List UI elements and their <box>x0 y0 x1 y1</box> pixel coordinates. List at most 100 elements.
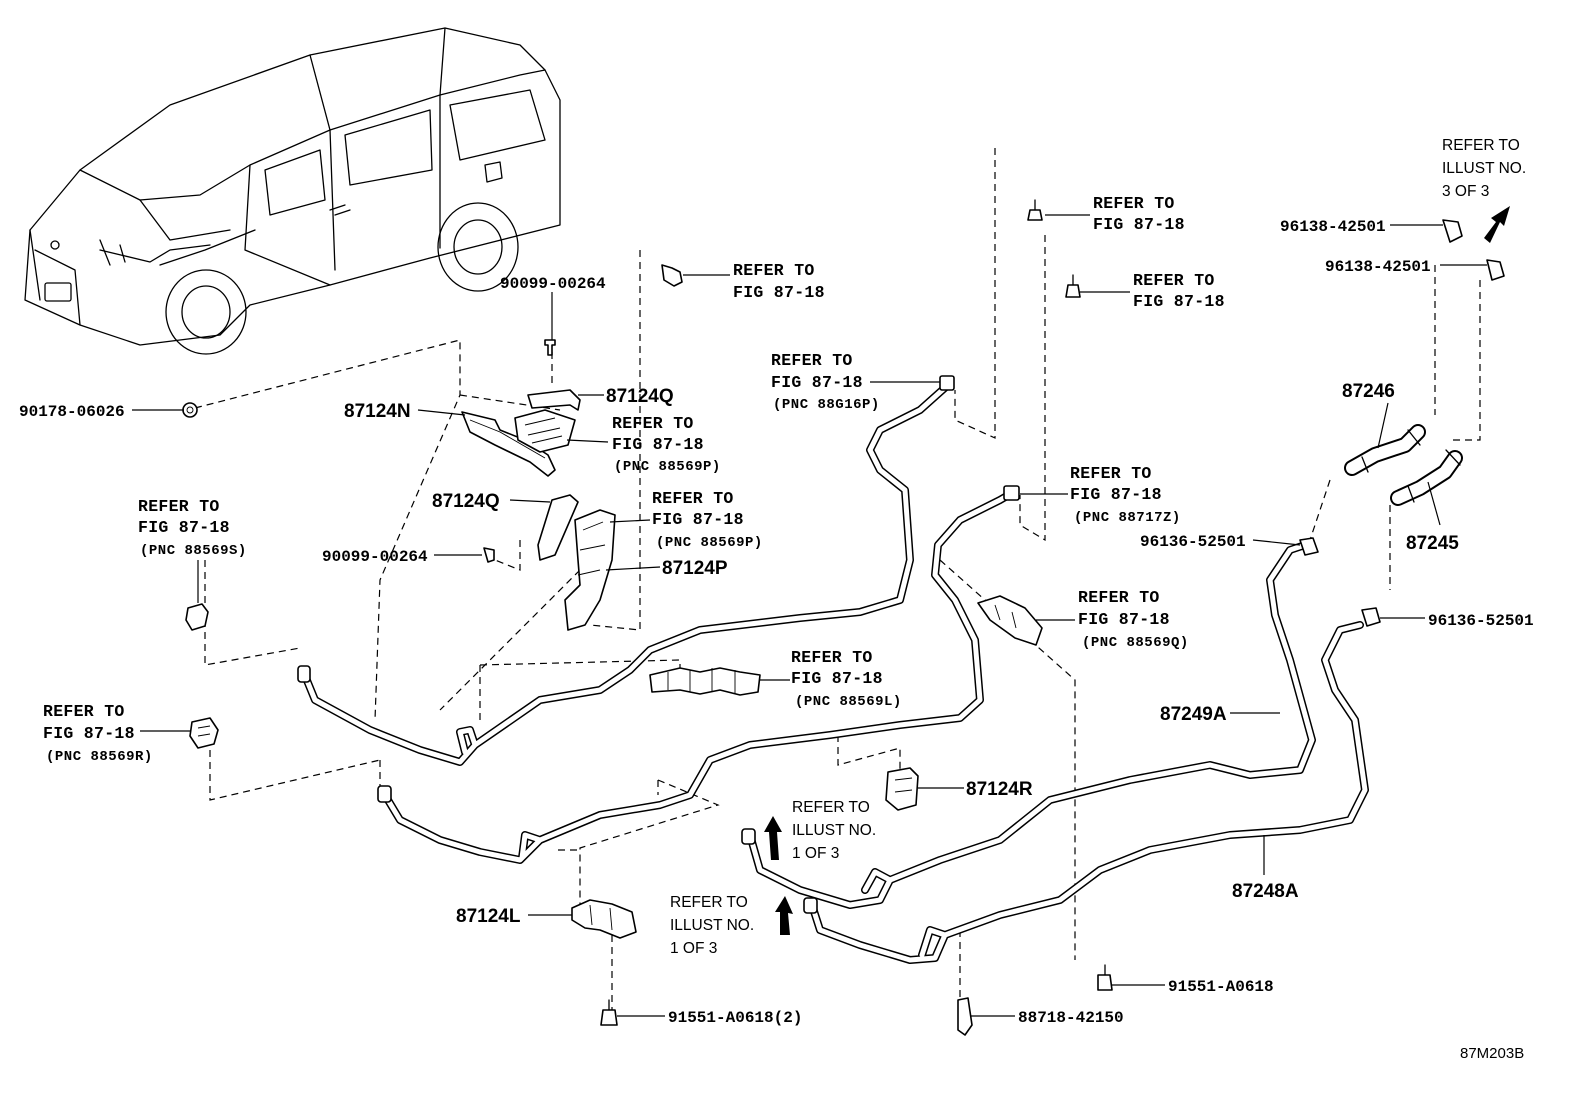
ref-callout-88569P-upper: REFER TO FIG 87-18 (PNC 88569P) <box>612 414 721 475</box>
svg-text:REFER TO: REFER TO <box>733 261 815 280</box>
svg-text:FIG 87-18: FIG 87-18 <box>138 518 230 537</box>
label-88718-42150: 88718-42150 <box>1018 1009 1124 1027</box>
ref-callout-88569S: REFER TO FIG 87-18 (PNC 88569S) <box>138 497 247 559</box>
svg-text:REFER TO: REFER TO <box>771 351 853 370</box>
svg-text:(PNC 88569P): (PNC 88569P) <box>614 459 721 475</box>
ref-callout-88569R: REFER TO FIG 87-18 (PNC 88569R) <box>43 702 153 765</box>
svg-text:FIG 87-18: FIG 87-18 <box>1093 215 1185 234</box>
svg-text:(PNC 88569R): (PNC 88569R) <box>46 749 153 765</box>
svg-text:REFER TO: REFER TO <box>792 799 870 816</box>
leader-lines <box>132 214 1487 1017</box>
svg-text:REFER TO: REFER TO <box>612 414 694 433</box>
label-91551-A0618-2: 91551-A0618(2) <box>668 1009 802 1027</box>
label-96138-42501-b: 96138-42501 <box>1325 258 1431 276</box>
svg-text:1 OF 3: 1 OF 3 <box>792 845 839 862</box>
ref-callout-88569P-lower: REFER TO FIG 87-18 (PNC 88569P) <box>652 489 763 551</box>
svg-text:3 OF 3: 3 OF 3 <box>1442 183 1489 200</box>
svg-text:REFER TO: REFER TO <box>1133 271 1215 290</box>
clamp-87124L <box>571 899 637 939</box>
svg-text:FIG 87-18: FIG 87-18 <box>1070 485 1162 504</box>
arrow-up-icon <box>775 896 793 935</box>
reference-callouts: REFER TO FIG 87-18 REFER TO FIG 87-18 (P… <box>43 137 1526 957</box>
svg-text:REFER TO: REFER TO <box>138 497 220 516</box>
ref-callout-88717Z: REFER TO FIG 87-18 (PNC 88717Z) <box>1070 464 1181 526</box>
svg-text:FIG 87-18: FIG 87-18 <box>612 435 704 454</box>
svg-text:FIG 87-18: FIG 87-18 <box>771 373 863 392</box>
label-87248A: 87248A <box>1232 881 1299 902</box>
svg-text:REFER TO: REFER TO <box>1070 464 1152 483</box>
svg-text:FIG 87-18: FIG 87-18 <box>791 669 883 688</box>
ref-callout-88569Q: REFER TO FIG 87-18 (PNC 88569Q) <box>1078 588 1189 651</box>
label-87124Q-top: 87124Q <box>606 386 674 407</box>
ref-callout-88569L: REFER TO FIG 87-18 (PNC 88569L) <box>791 648 902 710</box>
svg-text:(PNC 88569S): (PNC 88569S) <box>140 543 247 559</box>
bracket-87124Q-lower <box>537 494 579 561</box>
label-87124N: 87124N <box>344 401 411 422</box>
hose-87245-shape <box>1390 449 1463 506</box>
label-96136-52501-a: 96136-52501 <box>1140 533 1246 551</box>
label-90099-00264-mid: 90099-00264 <box>322 548 428 566</box>
label-91551-A0618: 91551-A0618 <box>1168 978 1274 996</box>
svg-text:REFER TO: REFER TO <box>1442 137 1520 154</box>
svg-text:(PNC 88569L): (PNC 88569L) <box>795 694 902 710</box>
label-87124P: 87124P <box>662 558 728 579</box>
svg-text:ILLUST NO.: ILLUST NO. <box>670 917 754 934</box>
label-96138-42501-a: 96138-42501 <box>1280 218 1386 236</box>
label-90099-00264-top: 90099-00264 <box>500 275 606 293</box>
svg-text:FIG 87-18: FIG 87-18 <box>1133 292 1225 311</box>
svg-text:REFER TO: REFER TO <box>1078 588 1160 607</box>
svg-text:(PNC 88717Z): (PNC 88717Z) <box>1074 510 1181 526</box>
svg-text:FIG 87-18: FIG 87-18 <box>733 283 825 302</box>
svg-text:REFER TO: REFER TO <box>43 702 125 721</box>
ref-callout-88G16P: REFER TO FIG 87-18 (PNC 88G16P) <box>771 351 880 413</box>
part-labels: 90178-06026 90099-00264 90099-00264 8712… <box>19 218 1534 1027</box>
ref-callout-top-right-a: REFER TO FIG 87-18 <box>1093 194 1185 234</box>
svg-text:FIG 87-18: FIG 87-18 <box>43 724 135 743</box>
arrow-up-icon <box>764 816 782 860</box>
svg-text:REFER TO: REFER TO <box>670 894 748 911</box>
clamp-87124R <box>885 767 919 811</box>
clamp-block-88569P <box>514 409 576 453</box>
svg-text:(PNC 88569Q): (PNC 88569Q) <box>1082 635 1189 651</box>
svg-text:ILLUST NO.: ILLUST NO. <box>1442 160 1526 177</box>
svg-text:REFER TO: REFER TO <box>652 489 734 508</box>
ref-callout-top-right-b: REFER TO FIG 87-18 <box>1133 271 1225 311</box>
vehicle-illustration <box>24 27 561 355</box>
clip-96138-shapes <box>1299 219 1505 627</box>
label-87124L: 87124L <box>456 906 521 927</box>
svg-text:REFER TO: REFER TO <box>791 648 873 667</box>
label-87124R: 87124R <box>966 779 1033 800</box>
ref-callout-top-bolt: REFER TO FIG 87-18 <box>733 261 825 302</box>
svg-text:1 OF 3: 1 OF 3 <box>670 940 717 957</box>
svg-text:(PNC 88G16P): (PNC 88G16P) <box>773 397 880 413</box>
svg-text:ILLUST NO.: ILLUST NO. <box>792 822 876 839</box>
bracket-87124Q-upper <box>527 389 581 411</box>
label-87124Q-mid: 87124Q <box>432 491 500 512</box>
clip-88569R <box>189 717 219 749</box>
svg-text:(PNC 88569P): (PNC 88569P) <box>656 535 763 551</box>
diagram-code: 87M203B <box>1460 1045 1524 1062</box>
hose-end-fittings <box>297 375 1020 914</box>
svg-text:FIG 87-18: FIG 87-18 <box>1078 610 1170 629</box>
label-87249A: 87249A <box>1160 704 1227 725</box>
svg-text:REFER TO: REFER TO <box>1093 194 1175 213</box>
hose-lines <box>302 381 1369 964</box>
ref-callout-illust-3-of-3: REFER TO ILLUST NO. 3 OF 3 <box>1442 137 1526 200</box>
arrow-up-right-icon <box>1484 206 1510 243</box>
label-87246: 87246 <box>1342 381 1395 402</box>
clip-88569S <box>185 603 209 631</box>
label-96136-52501-b: 96136-52501 <box>1428 612 1534 630</box>
svg-text:FIG 87-18: FIG 87-18 <box>652 510 744 529</box>
connector-88569Q <box>977 595 1043 646</box>
clip-88718 <box>957 997 973 1036</box>
label-90178-06026: 90178-06026 <box>19 403 125 421</box>
bracket-87124N <box>461 411 556 477</box>
fasteners <box>182 199 1113 1026</box>
ref-callout-illust-1-of-3-lower: REFER TO ILLUST NO. 1 OF 3 <box>670 894 754 957</box>
ref-callout-illust-1-of-3-upper: REFER TO ILLUST NO. 1 OF 3 <box>792 799 876 862</box>
arrow-icons <box>764 206 1510 935</box>
label-87245: 87245 <box>1406 533 1459 554</box>
bracket-87124P <box>564 509 616 631</box>
clamp-88569L <box>649 667 761 696</box>
